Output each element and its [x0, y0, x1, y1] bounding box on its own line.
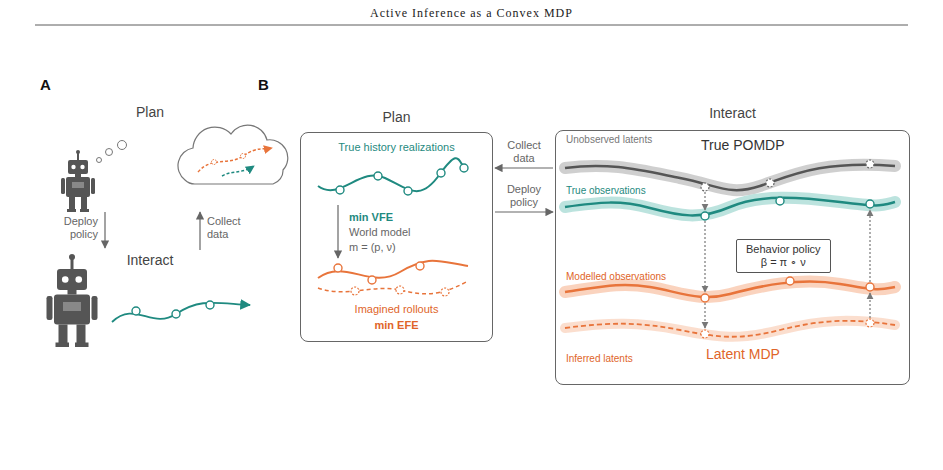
flow-arrow [495, 167, 553, 168]
band-label: True observations [566, 185, 646, 197]
arrow-label: Collect data [207, 215, 257, 241]
thinking-robot [61, 150, 95, 212]
band-label: Unobserved latents [566, 134, 652, 146]
history-curve [318, 158, 468, 195]
deploy-arrow [104, 212, 105, 248]
thought-cloud [178, 125, 288, 184]
curve-label: Imagined rollouts [301, 303, 492, 316]
policy-formula: β = π ∘ ν [746, 256, 821, 269]
history-curve [460, 164, 468, 172]
observation-band [776, 197, 784, 205]
model-label: World model [349, 226, 411, 239]
history-curve [374, 172, 382, 180]
real-trajectory [206, 301, 214, 309]
modelled-band [786, 277, 794, 285]
thought-bubbles [118, 141, 127, 150]
panel-heading: Interact [556, 105, 909, 122]
panel-letter: A [40, 76, 51, 94]
latent-band [866, 160, 874, 168]
modelled-band [565, 281, 895, 297]
rollout-curves [396, 286, 404, 294]
objective-label: min VFE [349, 211, 393, 224]
inferred-band [565, 319, 895, 338]
thought-bubbles [97, 141, 127, 163]
thought-bubbles [106, 149, 113, 156]
imagined-trajectory [241, 154, 246, 159]
curve-label: True history realizations [301, 141, 492, 154]
rollout-curves [368, 276, 376, 284]
objective-label: min EFE [301, 319, 492, 332]
rollout-curves [318, 261, 468, 296]
imagined-trajectory [212, 160, 217, 165]
observation-band [866, 200, 874, 208]
rollout-curves [416, 262, 424, 270]
plan-panel: PlanTrue history realizationsmin VFEWorl… [300, 132, 493, 342]
modelled-band [701, 294, 709, 302]
modelled-band [866, 283, 874, 291]
rollout-curves [318, 261, 468, 278]
history-curve [404, 187, 412, 195]
panel-letter: B [258, 76, 269, 94]
thinking-robot [61, 150, 95, 212]
thought-bubbles [97, 158, 102, 163]
dotted-links [869, 210, 870, 282]
policy-box: Behavior policyβ = π ∘ ν [736, 239, 831, 273]
imagined-trajectory [198, 148, 272, 172]
real-trajectory [132, 307, 140, 315]
dotted-links [705, 192, 870, 328]
real-trajectory [112, 301, 250, 322]
process-title: True POMDP [701, 137, 785, 154]
acting-robot [47, 254, 98, 347]
header-rule [35, 25, 908, 26]
imagined-trajectory [222, 166, 254, 176]
latent-band [701, 183, 709, 191]
dotted-links [869, 293, 870, 318]
inferred-band [565, 321, 895, 337]
rollout-curves [334, 264, 342, 272]
observation-band [701, 212, 709, 220]
band-label: Inferred latents [566, 353, 633, 365]
world-model-arrow [337, 205, 338, 258]
process-title: Latent MDP [706, 346, 780, 363]
flow-arrow [495, 211, 553, 212]
observation-band [565, 197, 895, 220]
rollout-curves [441, 288, 449, 296]
history-curve [336, 186, 344, 194]
dotted-links [704, 192, 705, 210]
real-trajectory [112, 303, 250, 322]
observation-band [565, 198, 895, 216]
model-formula: m = (p, ν) [349, 241, 396, 254]
panel-heading: Plan [301, 109, 492, 126]
phase-label: Interact [100, 252, 200, 269]
edge-label: Collect data [496, 139, 552, 165]
history-curve [437, 169, 445, 177]
inferred-band [565, 321, 895, 337]
running-header: Active Inference as a Convex MDP [0, 6, 943, 20]
phase-label: Plan [110, 104, 190, 121]
dotted-links [704, 221, 705, 292]
rollout-curves [351, 287, 359, 295]
imagined-trajectory [198, 148, 272, 176]
real-trajectory [172, 310, 180, 318]
policy-name: Behavior policy [746, 243, 821, 256]
arrow-label: Deploy policy [40, 215, 98, 241]
edge-label: Deploy policy [496, 183, 552, 209]
band-label: Modelled observations [566, 271, 666, 283]
inferred-band [866, 319, 874, 327]
inferred-band [701, 330, 709, 338]
interact-panel: InteractUnobserved latentsTrue POMDPTrue… [555, 130, 910, 385]
latent-band [766, 179, 774, 187]
acting-robot [47, 254, 98, 347]
collect-arrow [199, 212, 200, 250]
dotted-links [704, 303, 705, 328]
observation-band [565, 198, 895, 216]
modelled-band [565, 281, 895, 297]
